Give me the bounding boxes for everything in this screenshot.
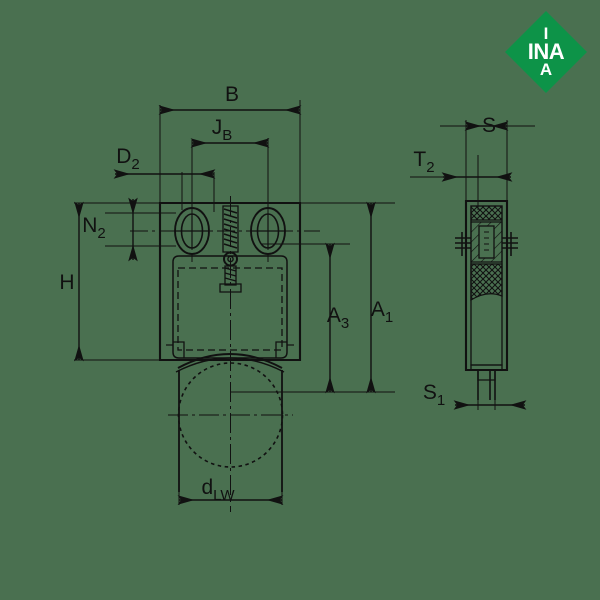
dim-label-S1: S1 [423, 381, 445, 409]
center-fastener-detail [219, 205, 242, 293]
dim-label-JB: JB [212, 116, 233, 144]
dim-label-dLW: dLW [201, 476, 235, 504]
dim-label-A3: A3 [327, 304, 349, 332]
dim-label-B: B [225, 83, 239, 106]
dim-label-S: S [482, 114, 496, 137]
side-view-housing [455, 199, 518, 400]
dimension-labels: B JB D2 N2 H A3 A1 dLW [59, 83, 496, 504]
ina-logo: I INA A [504, 10, 588, 94]
front-view-housing [158, 201, 302, 373]
dim-label-N2: N2 [82, 214, 106, 242]
dim-label-T2: T2 [413, 148, 434, 176]
logo-diamond-shape [504, 10, 588, 94]
dim-label-H: H [59, 271, 74, 294]
dim-label-D2: D2 [116, 145, 140, 173]
dimension-lines [74, 105, 535, 505]
dim-label-A1: A1 [371, 298, 393, 326]
